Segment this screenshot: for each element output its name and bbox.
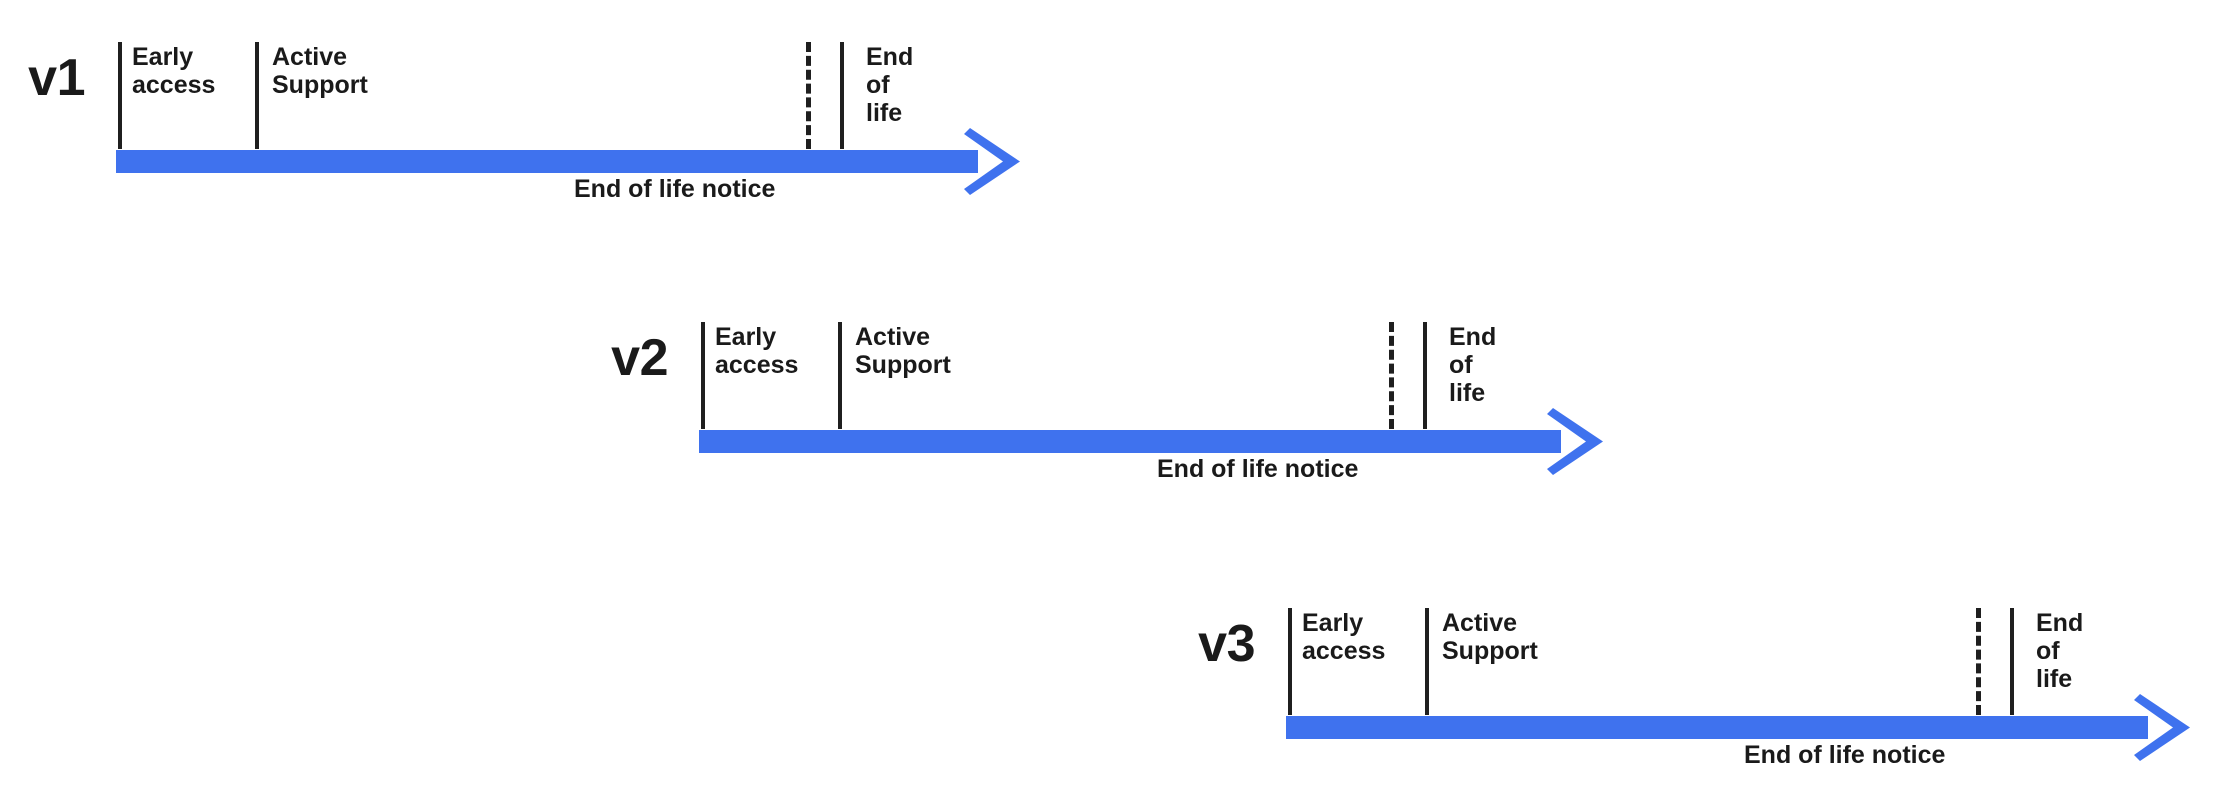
end-of-life-notice-marker-v2 xyxy=(1389,322,1394,429)
phase-label-early-access-v1: Early access xyxy=(132,43,216,99)
phase-boundary-early-access-end-v1 xyxy=(255,42,259,149)
end-of-life-notice-marker-v3 xyxy=(1976,608,1981,715)
phase-boundary-early-access-end-v2 xyxy=(838,322,842,429)
timeline-arrow-v1 xyxy=(116,127,1025,195)
phase-boundary-start-v2 xyxy=(701,322,705,429)
notice-label-v1: End of life notice xyxy=(574,175,776,203)
timeline-shaft-v2 xyxy=(699,430,1561,453)
end-of-life-notice-marker-v1 xyxy=(806,42,811,149)
phase-label-end-of-life-v1: End of life xyxy=(866,43,914,127)
phase-label-active-support-v3: Active Support xyxy=(1442,609,1538,665)
timeline-shaft-v1 xyxy=(116,150,978,173)
phase-boundary-start-v1 xyxy=(118,42,122,149)
phase-label-early-access-v2: Early access xyxy=(715,323,799,379)
phase-boundary-end-of-life-start-v2 xyxy=(1423,322,1427,429)
phase-label-end-of-life-v3: End of life xyxy=(2036,609,2084,693)
version-label-v2: v2 xyxy=(611,329,668,387)
phase-boundary-early-access-end-v3 xyxy=(1425,608,1429,715)
phase-boundary-end-of-life-start-v3 xyxy=(2010,608,2014,715)
phase-label-active-support-v2: Active Support xyxy=(855,323,951,379)
notice-label-v3: End of life notice xyxy=(1744,741,1946,769)
timeline-arrow-v3 xyxy=(1286,693,2195,761)
timeline-arrow-v2 xyxy=(699,407,1608,475)
timeline-shaft-v3 xyxy=(1286,716,2148,739)
phase-label-early-access-v3: Early access xyxy=(1302,609,1386,665)
version-label-v3: v3 xyxy=(1198,615,1255,673)
phase-label-end-of-life-v2: End of life xyxy=(1449,323,1497,407)
phase-boundary-start-v3 xyxy=(1288,608,1292,715)
phase-label-active-support-v1: Active Support xyxy=(272,43,368,99)
phase-boundary-end-of-life-start-v1 xyxy=(840,42,844,149)
notice-label-v2: End of life notice xyxy=(1157,455,1359,483)
version-label-v1: v1 xyxy=(28,49,85,107)
